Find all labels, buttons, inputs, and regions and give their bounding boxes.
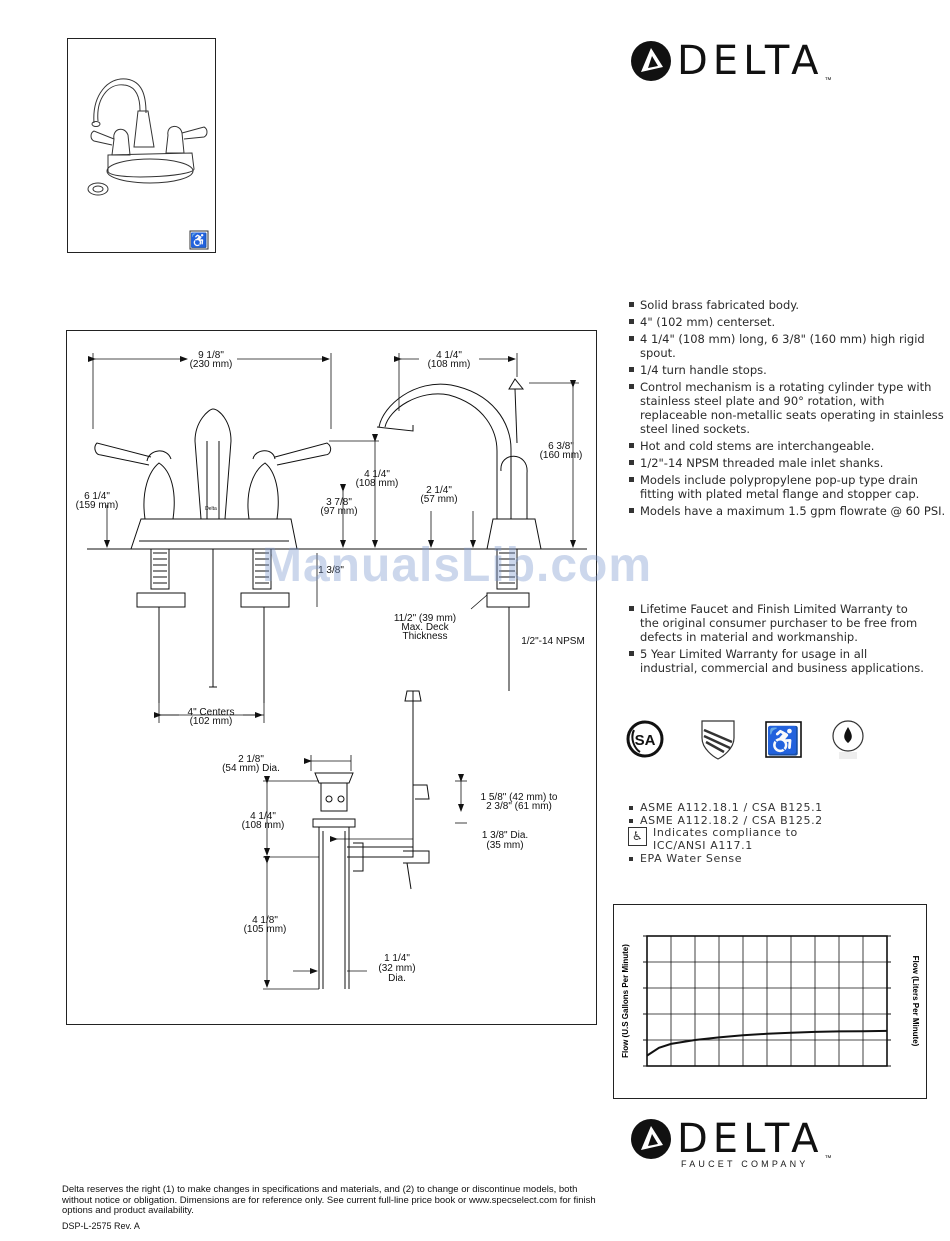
svg-text:SA: SA — [635, 732, 656, 749]
technical-drawing-box: Delta — [66, 330, 597, 1025]
warranty-item: Lifetime Faucet and Finish Limited Warra… — [628, 602, 928, 644]
dim-handle-height-mm: (108 mm) — [356, 478, 399, 489]
dim-npsm: 1/2"-14 NPSM — [521, 636, 585, 647]
dim-spout-height-in: 6 3/8" — [548, 441, 574, 452]
feature-item: 4 1/4" (108 mm) long, 6 3/8" (160 mm) hi… — [628, 332, 946, 360]
dim-tail-dia: Dia. — [388, 973, 406, 984]
front-view-faucet — [94, 408, 332, 703]
dim-flange-in: 2 1/8" — [238, 754, 264, 765]
faucet-body-logo: Delta — [205, 506, 217, 512]
svg-text:♿: ♿ — [190, 232, 207, 249]
dim-handle-height-in: 4 1/4" — [364, 469, 390, 480]
brand-tagline: FAUCET COMPANY — [681, 1159, 809, 1169]
watermark: ManualsLib.com — [262, 539, 653, 592]
feature-item: 1/2"-14 NPSM threaded male inlet shanks. — [628, 456, 946, 470]
dim-lift-line-1: 1 5/8" (42 mm) to — [481, 792, 558, 803]
certification-icons: SA ♿ — [626, 716, 876, 762]
feature-item: Models have a maximum 1.5 gpm flowrate @… — [628, 504, 946, 518]
dim-deck-line-2: Max. Deck — [401, 622, 449, 633]
chart-y-label-right: Flow (Liters Per Minute) — [911, 956, 920, 1047]
brand-name: DELTA — [677, 1116, 824, 1162]
dim-tail-in: 1 1/4" — [384, 953, 410, 964]
ada-line-2: ICC/ANSI A117.1 — [653, 838, 753, 852]
trademark-mark: ™ — [824, 1155, 832, 1162]
faucet-thumbnail-drawing: ♿ — [87, 78, 209, 250]
feature-item: Hot and cold stems are interchangeable. — [628, 439, 946, 453]
drain-assembly — [312, 690, 430, 989]
dim-pivot-in: 1 3/8" Dia. — [482, 830, 528, 841]
csa-icon: SA — [626, 720, 664, 758]
chart-series-line — [646, 1029, 888, 1057]
standard-epa: EPA Water Sense — [628, 852, 848, 866]
dim-centers-in: 4" Centers — [188, 707, 235, 718]
feature-item: Control mechanism is a rotating cylinder… — [628, 380, 946, 436]
brand-logo-bottom: DELTA ™ FAUCET COMPANY — [629, 1116, 832, 1169]
chart-grid — [646, 935, 888, 1067]
shield-icon — [701, 720, 735, 760]
dim-tail-mm: (32 mm) — [378, 963, 415, 974]
accessibility-icon: ♿ — [189, 230, 209, 250]
technical-drawing: Delta — [76, 350, 587, 990]
dim-aerator-in: 2 1/4" — [426, 485, 452, 496]
dim-width-in: 9 1/8" — [198, 350, 224, 361]
standard-asme2: ASME A112.18.2 / CSA B125.2 — [628, 814, 848, 828]
feature-item: Models include polypropylene pop-up type… — [628, 473, 946, 501]
dim-flange-mm: (54 mm) Dia. — [222, 763, 280, 774]
dim-spout-height-mm: (160 mm) — [540, 450, 583, 461]
dim-pivot-mm: (35 mm) — [486, 840, 523, 851]
dim-width-mm: (230 mm) — [190, 359, 233, 370]
standard-asme1: ASME A112.18.1 / CSA B125.1 — [628, 801, 848, 815]
dim-drain-upper-mm: (108 mm) — [242, 820, 285, 831]
dim-deck-line-3: Thickness — [402, 631, 447, 642]
dim-total-height-in: 6 1/4" — [84, 491, 110, 502]
accessibility-icon: ♿ — [765, 721, 802, 758]
dim-centers-mm: (102 mm) — [190, 716, 233, 727]
product-thumbnail-box: ♿ — [67, 38, 216, 253]
chart-y-label-left: Flow (U.S Gallons Per Minute) — [621, 944, 630, 1058]
accessibility-icon: ♿ — [628, 827, 647, 846]
feature-item: 4" (102 mm) centerset. — [628, 315, 946, 329]
standards-list: ASME A112.18.1 / CSA B125.1 ASME A112.18… — [628, 801, 848, 866]
feature-list: Solid brass fabricated body. 4" (102 mm)… — [628, 298, 946, 521]
dim-drain-lower-in: 4 1/8" — [252, 915, 278, 926]
ada-compliance: ♿ Indicates compliance to ICC/ANSI A117.… — [628, 826, 848, 853]
dim-lift-line-2: 2 3/8" (61 mm) — [486, 801, 552, 812]
document-id: DSP-L-2575 Rev. A — [62, 1221, 140, 1231]
dim-spout-reach-mm: (108 mm) — [428, 359, 471, 370]
dim-drain-upper-in: 4 1/4" — [250, 811, 276, 822]
dim-spout-reach-in: 4 1/4" — [436, 350, 462, 361]
trademark-mark: ™ — [824, 77, 832, 84]
dim-body-height-in: 3 7/8" — [326, 497, 352, 508]
brand-name: DELTA — [677, 38, 824, 84]
dim-body-height-mm: (97 mm) — [320, 506, 357, 517]
brand-logo-top: DELTA ™ — [629, 38, 832, 84]
dim-drain-lower-mm: (105 mm) — [244, 924, 287, 935]
dim-partial-label: 1 3/8" — [318, 565, 344, 576]
footer-disclaimer: Delta reserves the right (1) to make cha… — [62, 1184, 596, 1216]
dim-aerator-mm: (57 mm) — [420, 494, 457, 505]
delta-logo-icon — [631, 41, 671, 81]
dim-deck-line-1: 11/2" (39 mm) — [394, 613, 456, 624]
side-view-faucet — [376, 378, 542, 691]
warranty-list: Lifetime Faucet and Finish Limited Warra… — [628, 602, 928, 678]
delta-logo-icon — [631, 1119, 671, 1159]
dim-total-height-mm: (159 mm) — [76, 500, 119, 511]
ada-line-1: Indicates compliance to — [653, 826, 798, 839]
svg-text:♿: ♿ — [766, 725, 800, 756]
chart-ticks — [643, 935, 891, 1067]
flow-chart: Flow (U.S Gallons Per Minute) Flow (Lite… — [621, 935, 920, 1067]
flow-chart-box: Flow (U.S Gallons Per Minute) Flow (Lite… — [613, 904, 927, 1099]
warranty-item: 5 Year Limited Warranty for usage in all… — [628, 647, 928, 675]
watersense-icon — [832, 720, 864, 759]
feature-item: Solid brass fabricated body. — [628, 298, 946, 312]
feature-item: 1/4 turn handle stops. — [628, 363, 946, 377]
